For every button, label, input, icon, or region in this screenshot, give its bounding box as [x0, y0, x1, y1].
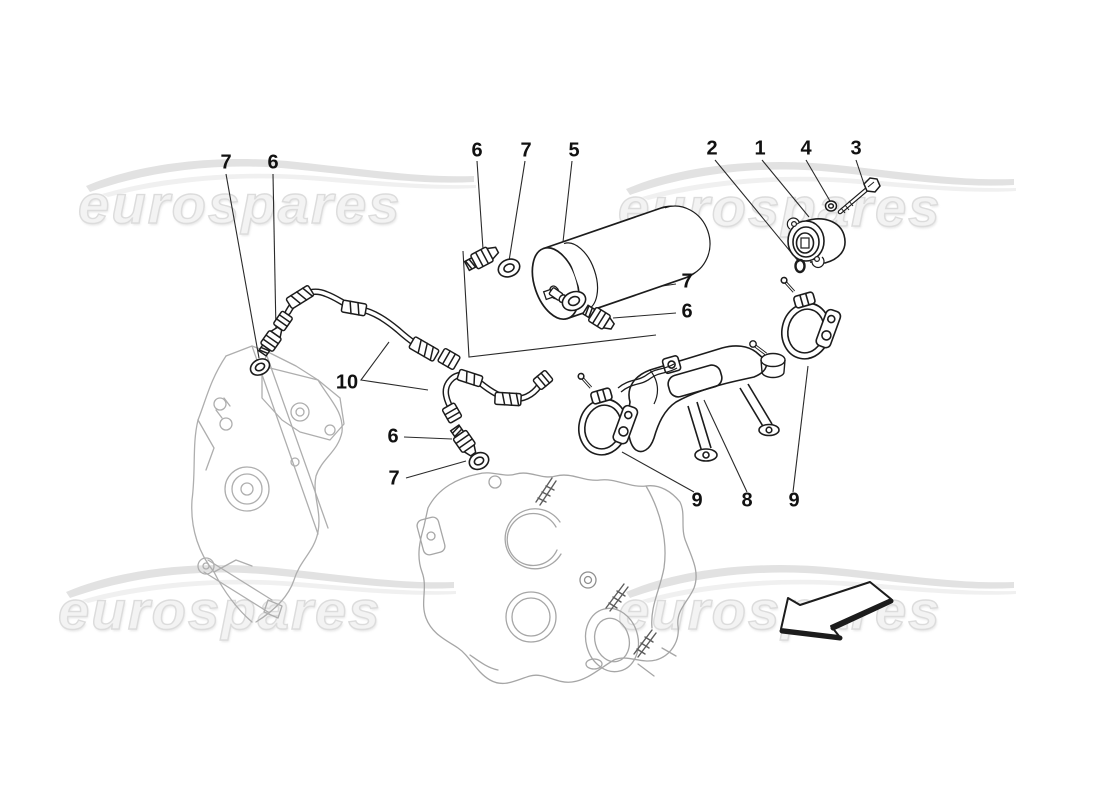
callout-leader-lines — [225, 159, 865, 493]
crankcase-context-drawing — [416, 472, 697, 684]
union-screw-top — [463, 246, 500, 272]
bracket-mount-stud — [749, 340, 786, 379]
part-number-callout-7: 7 — [220, 151, 232, 174]
part-number-callout-4: 4 — [800, 137, 812, 160]
union-screw-engine-block — [257, 326, 283, 357]
hose-lower-part — [441, 368, 554, 424]
part-number-callout-2: 2 — [706, 137, 718, 160]
gasket-lower — [468, 451, 490, 471]
gasket-engine-block — [249, 358, 271, 376]
clamp-left-part — [577, 372, 639, 456]
clamp-right-part — [780, 276, 842, 360]
part-number-callout-6: 6 — [387, 425, 399, 448]
part-number-callout-10: 10 — [335, 371, 359, 394]
part-number-callout-7: 7 — [388, 467, 400, 490]
part-number-callout-9: 9 — [788, 489, 800, 512]
pump-part — [786, 217, 846, 269]
part-number-callout-3: 3 — [850, 137, 862, 160]
gasket-top — [497, 258, 521, 278]
part-number-callout-6: 6 — [681, 300, 693, 323]
part-number-callout-9: 9 — [691, 489, 703, 512]
hose-upper-part — [273, 285, 461, 371]
support-bracket-part — [617, 345, 780, 462]
union-screw-cylinder — [581, 304, 616, 330]
washer-part — [824, 200, 838, 212]
gasket-cylinder — [561, 290, 587, 312]
o-ring-part — [794, 258, 806, 274]
part-number-callout-7: 7 — [520, 139, 532, 162]
part-number-callout-6: 6 — [471, 139, 483, 162]
part-number-callout-1: 1 — [754, 137, 766, 160]
part-number-callout-5: 5 — [568, 139, 580, 162]
part-number-callout-6: 6 — [267, 151, 279, 174]
union-screw-lower — [449, 423, 477, 457]
part-number-callout-8: 8 — [741, 489, 753, 512]
accumulator-cylinder-part — [531, 205, 711, 320]
part-number-callout-7: 7 — [681, 270, 693, 293]
